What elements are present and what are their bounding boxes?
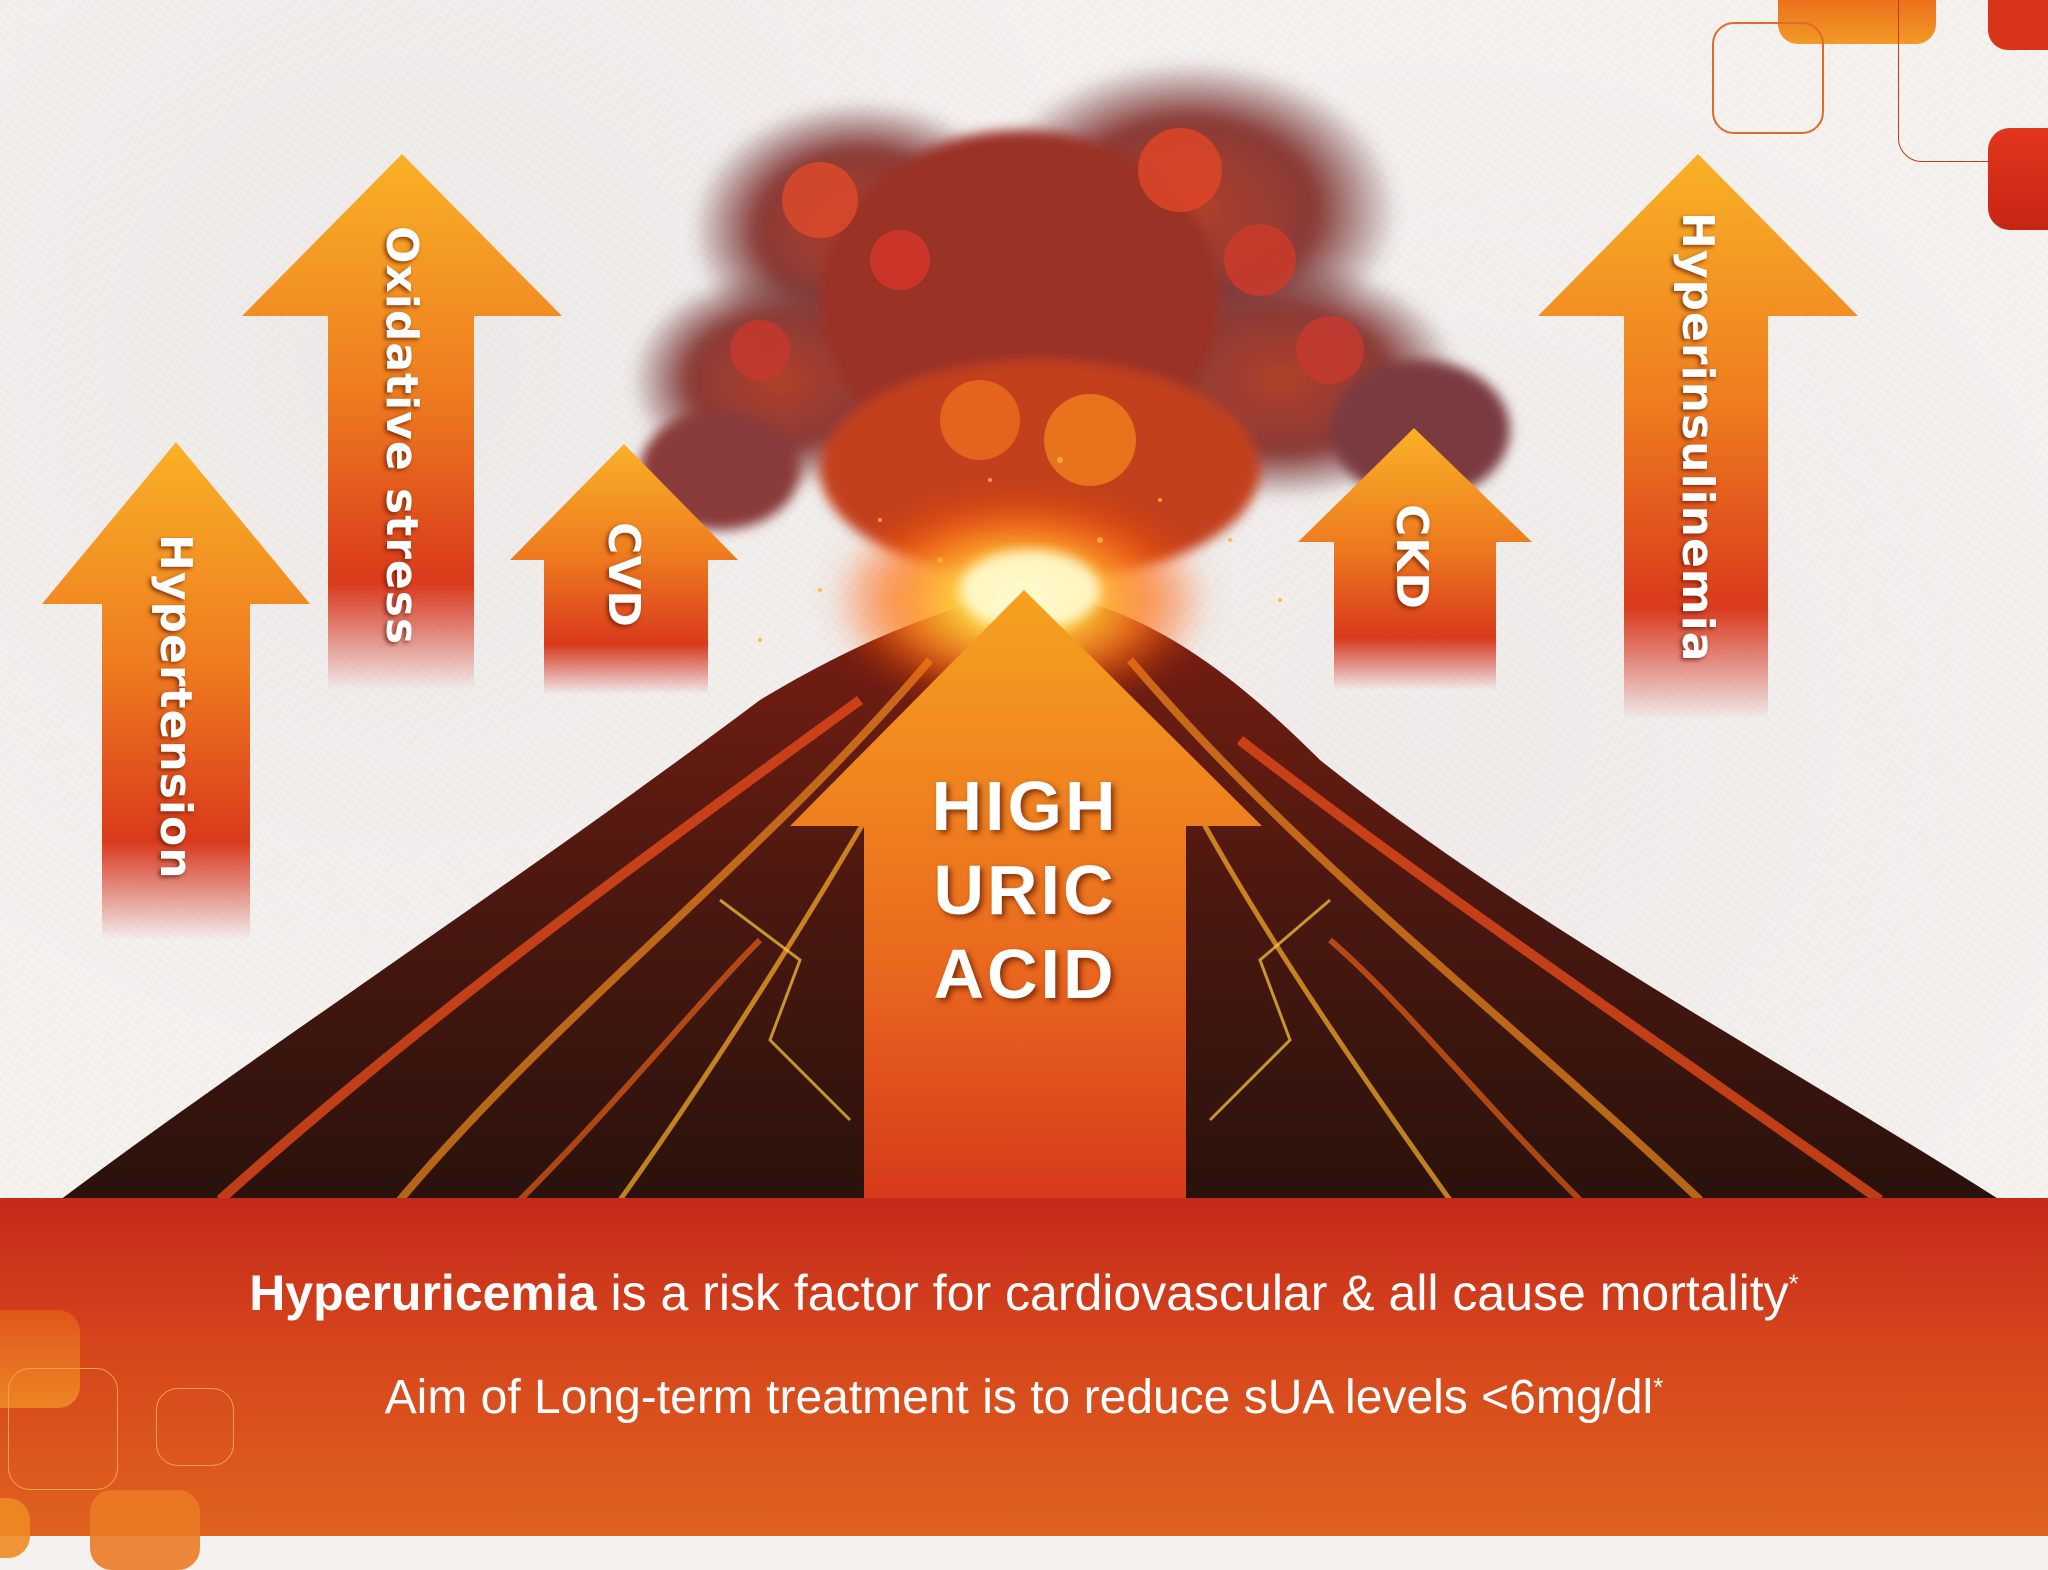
deco-square-outline	[156, 1388, 234, 1466]
banner-line-1-footnote: *	[1788, 1268, 1799, 1299]
arrow-label-hyperinsulinemia: Hyperinsulinemia	[1672, 212, 1723, 663]
smoke-cloud	[630, 60, 1510, 580]
high-uric-acid-line2: URIC	[933, 851, 1117, 929]
banner-line-1-bold: Hyperuricemia	[249, 1265, 597, 1321]
deco-square-outline	[8, 1368, 118, 1490]
deco-square-outline	[1712, 22, 1824, 134]
deco-square	[1988, 128, 2048, 230]
arrow-label-ckd: CKD	[1386, 504, 1437, 610]
deco-square	[1988, 0, 2048, 50]
arrow-label-oxidative-stress: Oxidative stress	[376, 226, 427, 646]
hyperinsulinemia-arrow-shape	[1538, 154, 1858, 720]
arrow-label-hypertension: Hypertension	[150, 534, 201, 880]
high-uric-acid-label: HIGH URIC ACID	[864, 764, 1186, 1016]
deco-square	[0, 1498, 30, 1558]
high-uric-acid-line1: HIGH	[931, 767, 1119, 845]
smoke-highlights	[730, 128, 1364, 486]
high-uric-acid-line3: ACID	[933, 935, 1117, 1013]
hypertension-arrow-shape	[42, 442, 310, 940]
bottom-banner: Hyperuricemia is a risk factor for cardi…	[0, 1198, 2048, 1570]
banner-line-2-footnote: *	[1653, 1372, 1664, 1402]
volcano-scene	[42, 60, 2000, 1200]
arrow-label-cvd: CVD	[598, 522, 649, 628]
deco-square	[0, 1310, 80, 1408]
ckd-arrow-shape	[1298, 428, 1532, 690]
sparks	[758, 457, 1282, 642]
banner-line-2-text: Aim of Long-term treatment is to reduce …	[384, 1371, 1654, 1424]
oxidative-stress-arrow-shape	[242, 154, 562, 690]
high-uric-acid-arrow-shape	[790, 590, 1262, 1200]
banner-line-1: Hyperuricemia is a risk factor for cardi…	[0, 1264, 2048, 1322]
cvd-arrow-shape	[510, 444, 738, 694]
banner-line-1-text: is a risk factor for cardiovascular & al…	[596, 1265, 1789, 1321]
deco-square-outline	[1898, 0, 2048, 162]
deco-square	[90, 1490, 200, 1570]
banner-line-2: Aim of Long-term treatment is to reduce …	[0, 1370, 2048, 1425]
